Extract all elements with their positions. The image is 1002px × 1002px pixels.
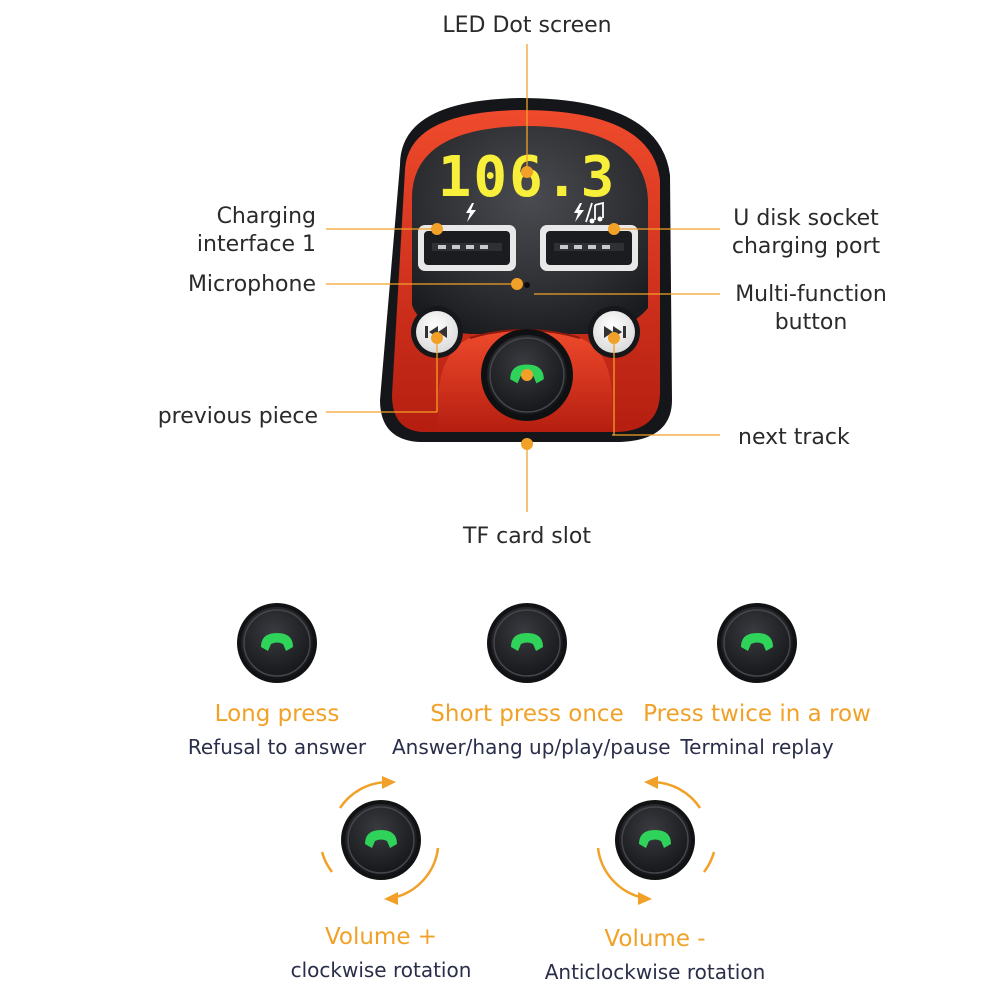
label-microphone: Microphone	[187, 272, 316, 297]
mode-knob-volume-up	[340, 799, 422, 881]
mode-title-long-press: Long press	[214, 701, 340, 727]
mode-knob-double-press	[716, 602, 798, 684]
mode-title-volume-up: Volume +	[324, 924, 438, 950]
mode-desc-double-press: Terminal replay	[680, 735, 834, 759]
label-tf-card: TF card slot	[463, 524, 591, 549]
mode-knob-short-press	[486, 602, 568, 684]
mode-title-short-press: Short press once	[430, 701, 624, 727]
mode-knob-volume-down	[614, 799, 696, 881]
usb-port-1	[418, 225, 516, 271]
label-multi-function: Multi-function button	[735, 282, 887, 335]
mode-desc-long-press: Refusal to answer	[187, 735, 367, 759]
usb-port-2	[540, 225, 638, 271]
microphone-hole	[524, 282, 530, 288]
mode-desc-short-press: Answer/hang up/play/pause	[392, 735, 671, 759]
label-previous-piece: previous piece	[157, 404, 318, 429]
label-next-track: next track	[738, 425, 850, 450]
mode-knob-long-press	[236, 602, 318, 684]
lightning-music-icon	[574, 201, 604, 224]
lightning-icon	[466, 203, 476, 222]
callout-lines	[326, 44, 720, 512]
label-udisk-port: U disk socket charging port	[731, 206, 881, 259]
mode-desc-volume-down: Anticlockwise rotation	[544, 960, 766, 984]
mode-desc-volume-up: clockwise rotation	[290, 958, 472, 982]
mode-title-double-press: Press twice in a row	[643, 701, 871, 727]
callout-dots	[431, 166, 620, 450]
mode-title-volume-down: Volume -	[604, 926, 706, 952]
label-led-screen: LED Dot screen	[442, 13, 612, 38]
label-charging-interface: Charging interface 1	[196, 204, 316, 257]
